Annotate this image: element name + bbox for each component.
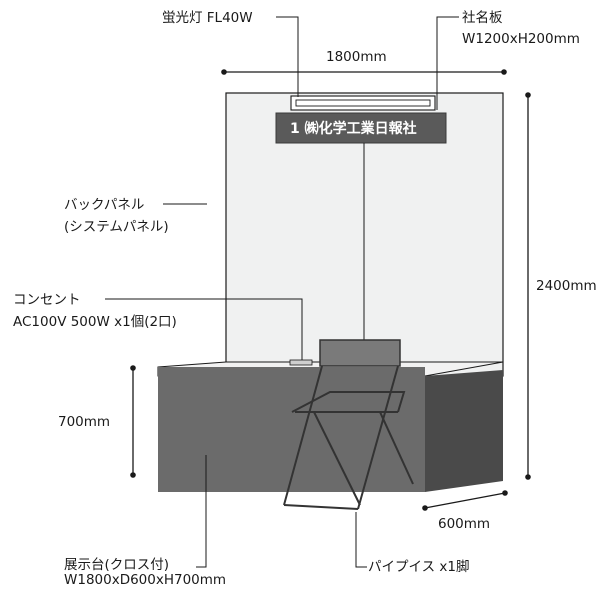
table-label-1: 展示台(クロス付) [64,557,169,573]
table-front [158,367,425,492]
height-dimension: 2400mm [525,92,597,480]
chair-label: パイプイス x1脚 [368,559,469,575]
table-callout: 展示台(クロス付) W1800xD600xH700mm [64,455,226,588]
back-panel-callout: バックパネル (システムパネル) [64,197,207,235]
outlet-label-2: AC100V 500W x1個(2口) [13,314,177,330]
height-label: 2400mm [536,278,597,294]
pipe-chair [283,339,414,510]
table-height-label: 700mm [58,414,110,430]
table-label-2: W1800xD600xH700mm [64,572,226,588]
chair-callout: パイプイス x1脚 [355,512,469,575]
outlet-label-1: コンセント [13,292,81,308]
depth-dimension: 600mm [422,490,508,532]
table-side [425,370,503,492]
width-label: 1800mm [326,49,387,65]
table-height-dimension: 700mm [58,365,136,478]
nameplate-title-label: 社名板 [462,10,503,26]
nameplate-size-label: W1200xH200mm [462,31,580,47]
nameplate-callout: 社名板 W1200xH200mm [436,10,580,110]
width-dimension: 1800mm [221,49,507,75]
back-panel-label-2: (システムパネル) [64,219,169,235]
lamp-callout: 蛍光灯 FL40W [162,10,299,97]
outlet-box [289,359,313,366]
display-table [157,359,504,492]
company-sign: 1 ㈱化学工業日報社 [275,112,447,144]
fluorescent-lamp [290,95,436,111]
lamp-label: 蛍光灯 FL40W [162,10,253,26]
outlet-callout: コンセント AC100V 500W x1個(2口) [13,292,303,360]
chair-backrest [319,339,401,367]
back-panel-label-1: バックパネル [64,197,144,213]
company-sign-text: 1 ㈱化学工業日報社 [290,120,417,137]
depth-label: 600mm [438,516,490,532]
